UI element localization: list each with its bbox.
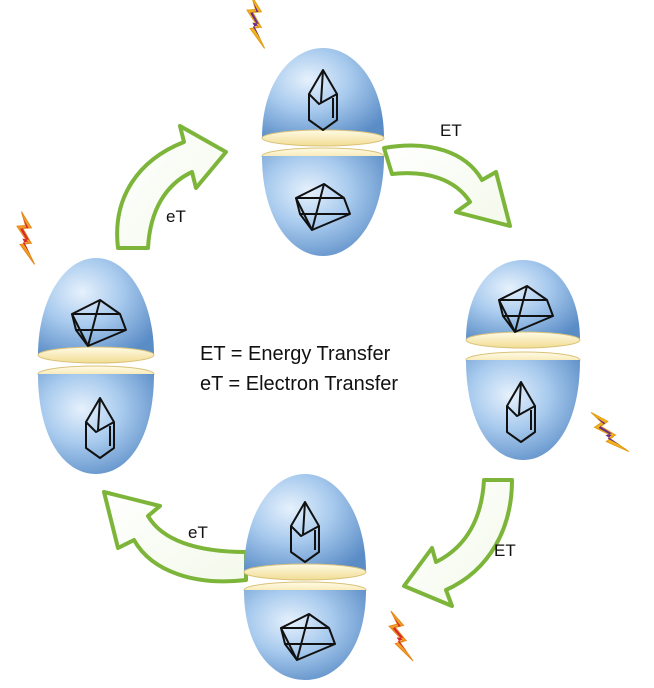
capsule-top-upper-rim — [261, 129, 385, 147]
capsule-right — [465, 260, 581, 460]
capsule-top — [261, 48, 385, 256]
arrow-label-bottom-right: ET — [494, 541, 516, 560]
lightning-bolt-red-icon — [0, 211, 56, 265]
capsule-left — [37, 258, 155, 474]
legend-electron-transfer: eT = Electron Transfer — [200, 373, 398, 395]
arrow-label-top-right: ET — [440, 121, 462, 140]
arrow-label-bottom-left: eT — [188, 523, 208, 542]
lightning-bolt-red-icon — [374, 610, 430, 662]
legend: ET = Energy Transfer eT = Electron Trans… — [200, 343, 398, 395]
lightning-bolt-purple-icon — [230, 0, 286, 49]
arrow-top-right — [382, 143, 512, 228]
arrow-top-left — [115, 124, 228, 250]
capsule-bottom — [243, 474, 367, 680]
arrow-label-top-left: eT — [166, 207, 186, 226]
lightning-bolt-purple-icon — [585, 411, 635, 453]
legend-energy-transfer: ET = Energy Transfer — [200, 343, 391, 365]
arrow-bottom-left — [102, 490, 248, 584]
arrow-bottom-right — [402, 478, 514, 608]
